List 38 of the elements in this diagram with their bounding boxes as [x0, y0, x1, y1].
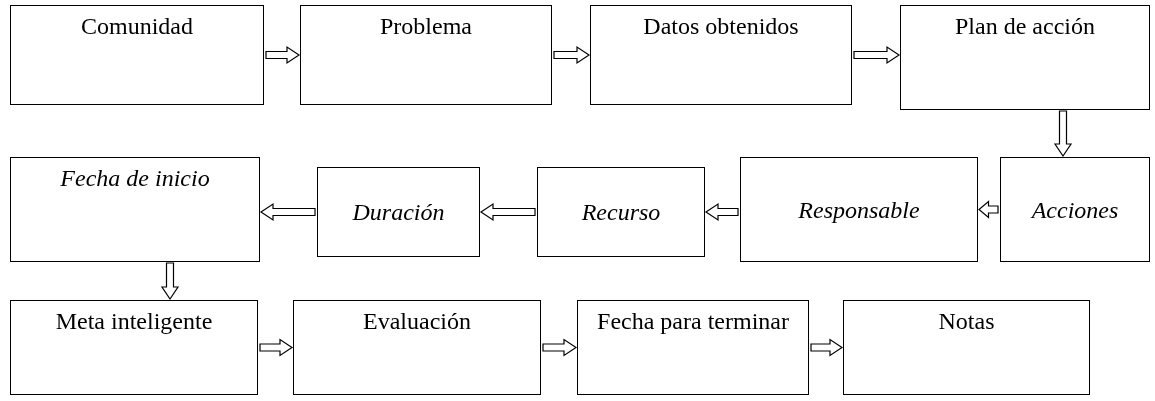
process-box [740, 157, 978, 262]
box-label: Acciones [1031, 195, 1119, 225]
block-arrow [810, 338, 844, 357]
process-box [10, 300, 258, 395]
box-label: Fecha de inicio [60, 164, 210, 193]
process-box [317, 167, 480, 257]
process-box [10, 5, 264, 105]
process-box [900, 5, 1150, 110]
box-label: Notas [938, 307, 995, 336]
block-arrow [978, 200, 999, 219]
box-label: Plan de acción [955, 12, 1095, 41]
box-label: Duración [352, 198, 445, 227]
block-arrow [160, 262, 180, 301]
process-box [293, 300, 541, 395]
box-label: Meta inteligente [55, 307, 213, 336]
process-box [577, 300, 809, 395]
block-arrow [704, 202, 739, 222]
block-arrow [265, 45, 301, 65]
block-arrow [542, 338, 578, 357]
box-label: Datos obtenidos [643, 12, 799, 41]
block-arrow [553, 45, 591, 65]
process-box [843, 300, 1090, 395]
box-label: Evaluación [363, 307, 471, 336]
process-box [10, 157, 260, 262]
block-arrow [259, 202, 316, 222]
process-box [1000, 157, 1150, 262]
block-arrow [259, 338, 294, 357]
box-label: Fecha para terminar [597, 307, 789, 336]
box-label: Problema [380, 12, 472, 41]
process-box [300, 5, 552, 105]
box-label: Recurso [581, 198, 661, 227]
box-label: Responsable [798, 195, 920, 225]
block-arrow [479, 202, 536, 222]
block-arrow [1053, 110, 1073, 158]
process-box [537, 167, 705, 257]
block-arrow [853, 45, 901, 65]
process-box [590, 5, 852, 105]
box-label: Comunidad [81, 12, 193, 41]
